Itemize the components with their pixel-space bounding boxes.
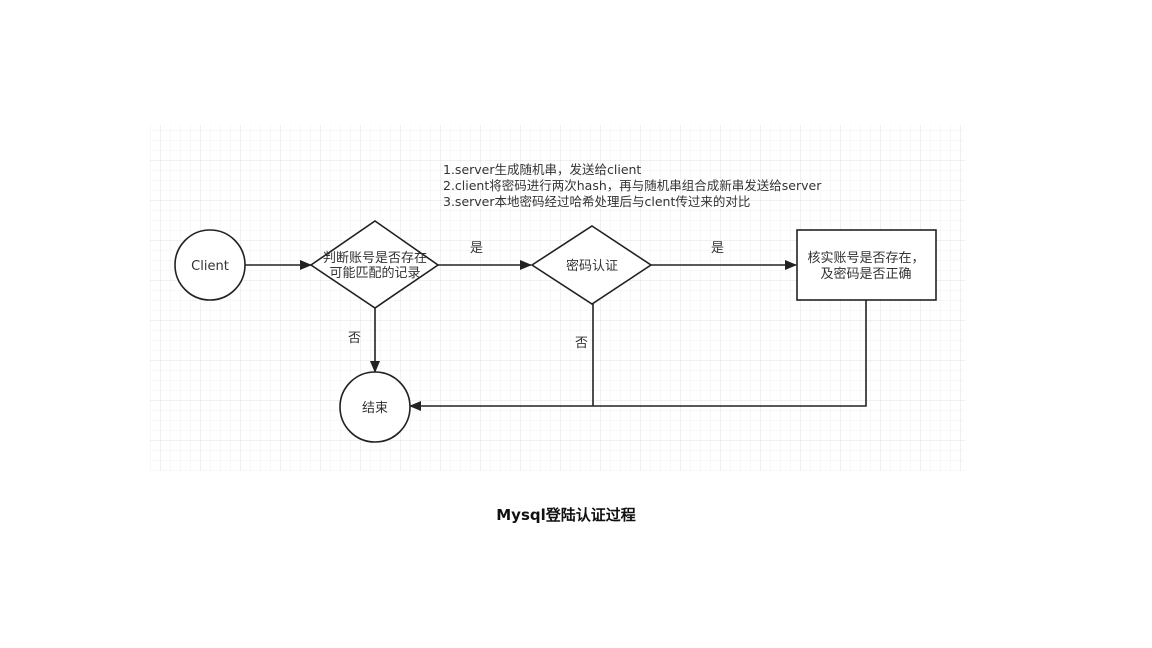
edge-label-yes-1: 是 xyxy=(470,241,483,256)
check-account-label-line1: 判断账号是否存在 xyxy=(323,251,427,266)
edge-label-no-2: 否 xyxy=(575,336,588,351)
check-account-label-line2: 可能匹配的记录 xyxy=(329,265,420,281)
edge-label-no-1: 否 xyxy=(348,331,361,346)
note-line-3: 3.server本地密码经过哈希处理后与clent传过来的对比 xyxy=(443,194,750,209)
note-line-2: 2.client将密码进行两次hash，再与随机串组合成新串发送给server xyxy=(443,178,822,193)
verify-label-line2: 及密码是否正确 xyxy=(820,266,911,282)
verify-process: 核实账号是否存在， 及密码是否正确 xyxy=(796,229,937,301)
diagram-caption: Mysql登陆认证过程 xyxy=(496,506,636,524)
check-account-decision: 判断账号是否存在 可能匹配的记录 xyxy=(309,220,440,309)
password-auth-decision: 密码认证 xyxy=(530,225,653,305)
edge-verify-to-end xyxy=(409,300,867,411)
client-node: Client xyxy=(174,229,246,301)
end-node: 结束 xyxy=(339,371,411,443)
note-line-1: 1.server生成随机串，发送给client xyxy=(443,162,641,177)
end-label: 结束 xyxy=(362,401,388,416)
password-auth-label: 密码认证 xyxy=(566,258,618,274)
client-label: Client xyxy=(191,259,229,274)
edge-label-yes-2: 是 xyxy=(711,241,724,256)
verify-label-line1: 核实账号是否存在， xyxy=(807,251,924,266)
